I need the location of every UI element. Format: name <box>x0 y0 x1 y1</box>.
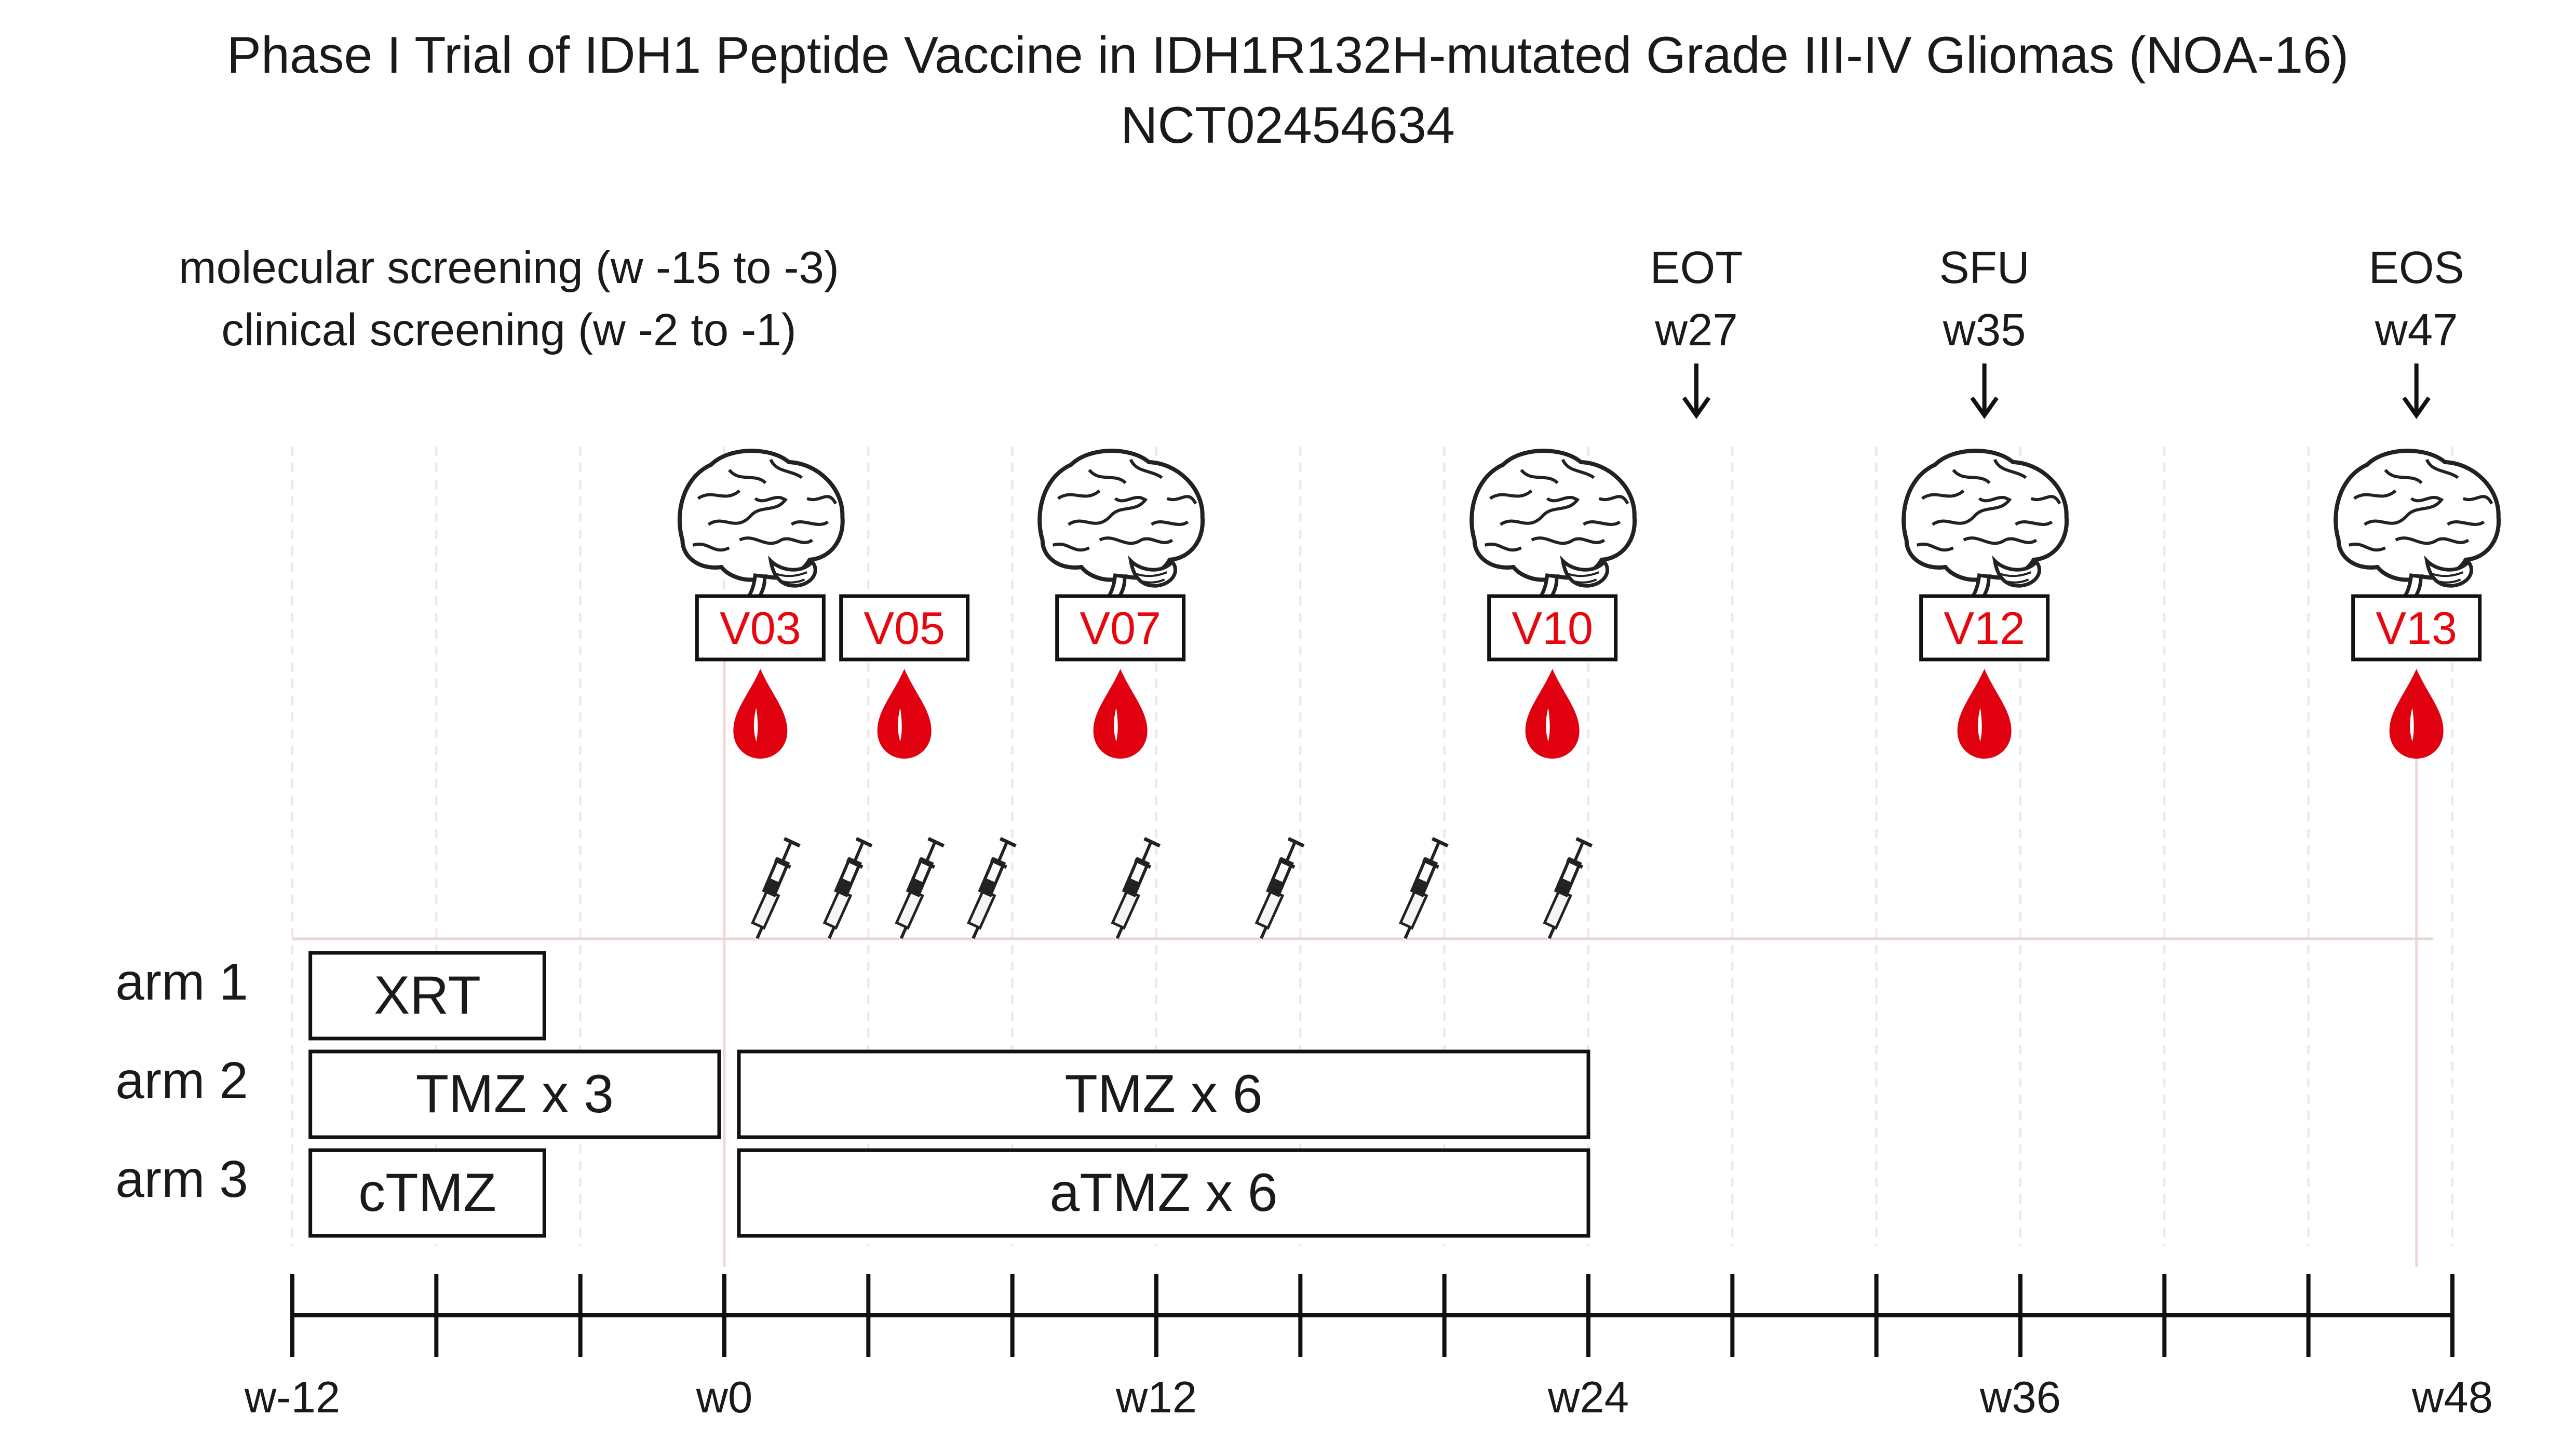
axis-tick-label: w12 <box>1115 1373 1197 1422</box>
milestone-week: w47 <box>2375 305 2458 355</box>
milestone-week: w27 <box>1654 305 1738 355</box>
axis-tick-label: w36 <box>1979 1373 2061 1422</box>
brain-mri-icon <box>2336 451 2499 606</box>
milestone-label: SFU <box>1939 242 2030 293</box>
visit-box <box>1055 594 1186 662</box>
blood-drop-icon <box>1957 669 2012 759</box>
treatment-label: XRT <box>374 965 481 1026</box>
syringe-icon <box>1545 839 1592 938</box>
blood-drop-icon <box>1093 669 1148 759</box>
treatment-bar <box>308 1049 721 1139</box>
molecular-screening-label: molecular screening (w -15 to -3) <box>179 242 839 293</box>
milestone-week: w35 <box>1943 305 2026 355</box>
arrowhead-icon <box>1970 396 1999 419</box>
syringe-icon <box>1113 839 1160 938</box>
arm-label: arm 1 <box>115 953 248 1011</box>
treatment-bar <box>737 1148 1590 1238</box>
visit-label: V03 <box>720 602 801 654</box>
visit-label: V10 <box>1512 602 1593 654</box>
brain-mri-icon <box>1472 451 1635 606</box>
syringe-icon <box>968 839 1016 938</box>
week-gridlines <box>291 447 2453 1267</box>
treatment-bar <box>308 1148 546 1238</box>
treatment-bar <box>737 1049 1590 1139</box>
visit-label: V07 <box>1080 602 1161 654</box>
visit-box <box>1487 594 1618 662</box>
visit-box <box>695 594 826 662</box>
blood-drop-icon <box>1525 669 1580 759</box>
axis-tick-label: w-12 <box>244 1373 340 1422</box>
week-axis: w-12 w0 w12 w24 w36 w48 <box>244 1274 2493 1422</box>
visits: V03 V05 V07 V10 V12 V13 <box>680 451 2499 759</box>
visit-box <box>1919 594 2050 662</box>
treatment-bar <box>308 951 546 1041</box>
visit-box <box>839 594 970 662</box>
treatment-label: aTMZ x 6 <box>1049 1163 1277 1223</box>
visit-label: V13 <box>2376 602 2457 654</box>
clinical-screening-label: clinical screening (w -2 to -1) <box>221 305 796 355</box>
brain-mri-icon <box>680 451 843 606</box>
blood-drop-icon <box>877 669 932 759</box>
brain-mri-icon <box>1040 451 1203 606</box>
treatment-label: cTMZ <box>358 1163 496 1223</box>
milestone-label: EOS <box>2369 242 2464 293</box>
syringe-icon <box>897 839 944 938</box>
arrowhead-icon <box>2402 396 2431 419</box>
visit-box <box>2351 594 2482 662</box>
blood-drop-icon <box>733 669 788 759</box>
brain-mri-icon <box>1904 451 2067 606</box>
syringe-icon <box>825 839 872 938</box>
treatment-arms: arm 1 XRT arm 2 TMZ x 3 TMZ x 6 arm 3 cTMZ aTMZ… <box>115 951 1590 1238</box>
axis-tick-label: w0 <box>696 1373 753 1422</box>
axis-tick-label: w48 <box>2411 1373 2493 1422</box>
axis-tick-label: w24 <box>1547 1373 1629 1422</box>
treatment-label: TMZ x 3 <box>416 1064 614 1124</box>
syringe-icon <box>752 839 800 938</box>
arm-label: arm 2 <box>115 1051 248 1110</box>
blood-drop-icon <box>2389 669 2444 759</box>
vaccinations <box>752 839 1592 938</box>
visit-label: V12 <box>1944 602 2025 654</box>
syringe-icon <box>1257 839 1304 938</box>
treatment-label: TMZ x 6 <box>1064 1064 1262 1124</box>
milestones: EOT w27 SFU w35 EOS w47 <box>1650 242 2464 419</box>
syringe-icon <box>1400 839 1448 938</box>
title-line-2: NCT02454634 <box>1121 96 1455 154</box>
title-line-1: Phase I Trial of IDH1 Peptide Vaccine in… <box>227 26 2349 84</box>
arm-label: arm 3 <box>115 1150 248 1208</box>
arrowhead-icon <box>1682 396 1711 419</box>
milestone-label: EOT <box>1650 242 1743 293</box>
visit-label: V05 <box>864 602 945 654</box>
